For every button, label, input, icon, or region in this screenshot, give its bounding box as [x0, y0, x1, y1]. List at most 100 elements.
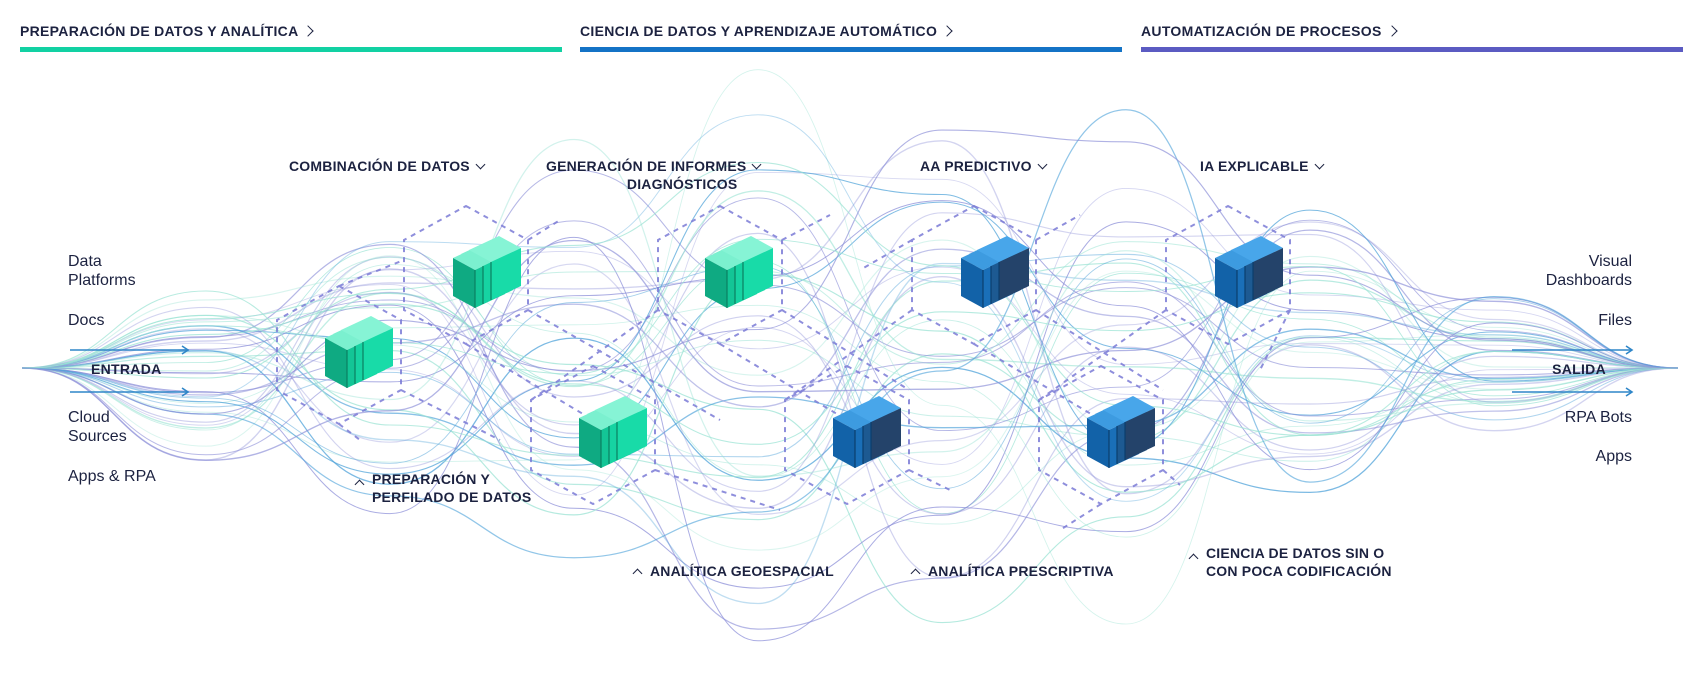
- output-text: Dashboards: [1545, 272, 1632, 289]
- output-title: SALIDA: [1552, 361, 1606, 377]
- flow-line: [21, 262, 1679, 478]
- tab-label: PREPARACIÓN DE DATOS Y ANALÍTICA: [20, 23, 299, 39]
- flow-line: [21, 129, 1679, 415]
- input-title: ENTRADA: [91, 361, 162, 377]
- cube-icon: [832, 395, 902, 469]
- chevron-up-icon: [1188, 553, 1199, 564]
- label-text: ANALÍTICA GEOESPACIAL: [650, 563, 834, 579]
- flow-line: [21, 239, 1679, 434]
- tab-underline: [580, 47, 1122, 52]
- tab-underline: [1141, 47, 1683, 52]
- flow-line: [21, 109, 1679, 559]
- hex-grid: [276, 204, 1291, 531]
- tab-label: AUTOMATIZACIÓN DE PROCESOS: [1141, 23, 1382, 39]
- input-item-docs: Docs: [68, 312, 105, 329]
- flow-line: [21, 337, 1679, 494]
- output-item-files: Files: [1598, 312, 1632, 329]
- flow-line: [21, 169, 1679, 394]
- flow-lines: [21, 69, 1679, 642]
- label-text: AA PREDICTIVO: [920, 158, 1032, 174]
- label-text: CIENCIA DE DATOS SIN O: [1206, 545, 1385, 561]
- label-geospatial[interactable]: ANALÍTICA GEOESPACIAL: [632, 562, 834, 580]
- chevron-down-icon: [475, 159, 486, 170]
- flow-line: [21, 171, 1679, 496]
- input-item-apps-rpa: Apps & RPA: [68, 468, 156, 485]
- label-text: DIAGNÓSTICOS: [626, 176, 738, 192]
- flow-line: [21, 69, 1679, 625]
- label-text: PERFILADO DE DATOS: [372, 489, 532, 505]
- chevron-down-icon: [751, 159, 762, 170]
- tab-process-automation[interactable]: AUTOMATIZACIÓN DE PROCESOS: [1141, 20, 1683, 52]
- flow-line: [21, 169, 1679, 475]
- flow-line: [21, 220, 1679, 456]
- label-text: COMBINACIÓN DE DATOS: [289, 158, 470, 174]
- label-text: PREPARACIÓN Y: [372, 471, 490, 487]
- output-text: Visual: [1588, 253, 1632, 270]
- label-text: GENERACIÓN DE INFORMES: [546, 158, 747, 174]
- chevron-up-icon: [632, 568, 643, 579]
- label-predictive-ml[interactable]: AA PREDICTIVO: [920, 157, 1048, 175]
- flow-line: [21, 292, 1679, 445]
- label-data-prep-profiling[interactable]: PREPARACIÓN Y PERFILADO DE DATOS: [354, 470, 532, 506]
- input-arrows: [70, 345, 190, 397]
- chevron-right-icon: [302, 25, 315, 37]
- input-item-data-platforms: Data Platforms: [68, 252, 136, 290]
- flow-line: [21, 236, 1679, 642]
- flow-line: [21, 221, 1679, 589]
- flow-line: [21, 253, 1679, 458]
- cube-icon: [960, 235, 1030, 309]
- chevron-right-icon: [1385, 25, 1398, 37]
- flow-line: [21, 314, 1679, 525]
- cube-icon: [578, 395, 648, 469]
- flow-line: [21, 221, 1679, 515]
- input-text: Platforms: [68, 272, 136, 289]
- label-data-blending[interactable]: COMBINACIÓN DE DATOS: [289, 157, 486, 175]
- tab-data-science-ml[interactable]: CIENCIA DE DATOS Y APRENDIZAJE AUTOMÁTIC…: [580, 20, 1122, 52]
- label-low-code-data-science[interactable]: CIENCIA DE DATOS SIN O CON POCA CODIFICA…: [1188, 544, 1392, 580]
- label-prescriptive[interactable]: ANALÍTICA PRESCRIPTIVA: [910, 562, 1114, 580]
- flow-line: [21, 255, 1679, 551]
- chevron-down-icon: [1314, 159, 1325, 170]
- output-item-apps: Apps: [1595, 448, 1632, 465]
- flow-line: [21, 250, 1679, 455]
- label-text: IA EXPLICABLE: [1200, 158, 1309, 174]
- flow-line: [21, 201, 1679, 439]
- flow-line: [21, 262, 1679, 605]
- input-text: Data: [68, 253, 102, 270]
- label-text: ANALÍTICA PRESCRIPTIVA: [928, 563, 1114, 579]
- chevron-up-icon: [910, 568, 921, 579]
- flow-line: [21, 140, 1679, 495]
- flow-line: [21, 229, 1679, 630]
- flow-line: [21, 264, 1679, 479]
- input-item-cloud-sources: Cloud Sources: [68, 408, 127, 446]
- cube-icon: [1214, 235, 1284, 309]
- label-diagnostic-reporting[interactable]: GENERACIÓN DE INFORMES DIAGNÓSTICOS: [546, 157, 762, 193]
- chevron-right-icon: [941, 25, 953, 37]
- cube-icon: [1086, 395, 1156, 469]
- output-item-visual-dashboards: Visual Dashboards: [1546, 252, 1632, 290]
- output-arrows: [1512, 345, 1634, 397]
- input-text: Cloud: [68, 409, 110, 426]
- cube-icon: [324, 315, 394, 389]
- flow-line: [21, 212, 1679, 492]
- tab-data-prep-analytics[interactable]: PREPARACIÓN DE DATOS Y ANALÍTICA: [20, 20, 562, 52]
- output-item-rpa-bots: RPA Bots: [1564, 409, 1632, 426]
- flow-line: [21, 239, 1679, 461]
- chevron-up-icon: [354, 479, 365, 490]
- label-text: CON POCA CODIFICACIÓN: [1206, 563, 1392, 579]
- flow-line: [21, 114, 1679, 502]
- flow-line: [21, 273, 1679, 516]
- tab-label: CIENCIA DE DATOS Y APRENDIZAJE AUTOMÁTIC…: [580, 23, 938, 39]
- chevron-down-icon: [1037, 159, 1048, 170]
- flow-line: [21, 238, 1679, 407]
- flow-line: [21, 247, 1679, 515]
- cube-icon: [704, 235, 774, 309]
- flow-line: [21, 138, 1679, 477]
- flow-line: [21, 232, 1679, 579]
- flow-line: [21, 190, 1679, 429]
- flow-line: [21, 303, 1679, 624]
- label-explainable-ai[interactable]: IA EXPLICABLE: [1200, 157, 1325, 175]
- tab-underline: [20, 47, 562, 52]
- flow-line: [21, 248, 1679, 434]
